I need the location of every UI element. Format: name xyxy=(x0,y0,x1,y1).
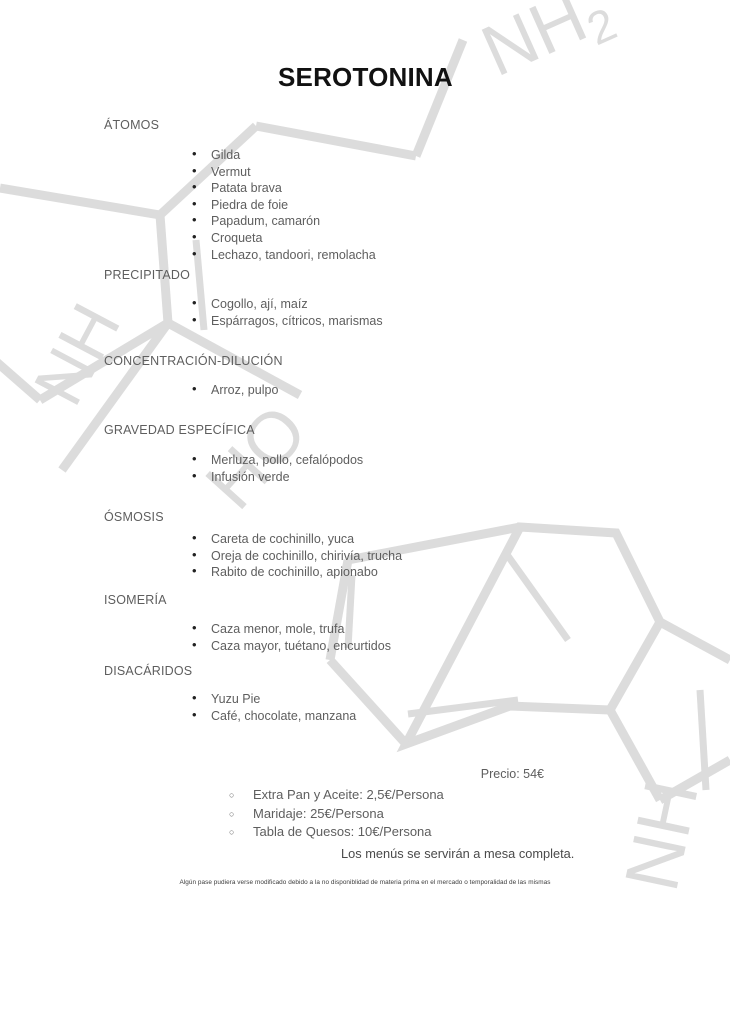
section-list-concentracion-dilucion: Arroz, pulpo xyxy=(188,381,278,399)
list-item: Arroz, pulpo xyxy=(188,381,278,399)
list-item: Oreja de cochinillo, chirivía, trucha xyxy=(188,547,402,565)
list-item: Café, chocolate, manzana xyxy=(188,707,356,725)
option-item: Extra Pan y Aceite: 2,5€/Persona xyxy=(218,786,444,805)
list-item: Caza menor, mole, trufa xyxy=(188,620,391,638)
list-item: Yuzu Pie xyxy=(188,690,356,708)
section-heading-precipitado: PRECIPITADO xyxy=(104,268,191,282)
section-heading-atomos: ÁTOMOS xyxy=(104,118,160,132)
list-item: Piedra de foie xyxy=(188,196,376,214)
service-note: Los menús se servirán a mesa completa. xyxy=(341,846,575,861)
section-heading-osmosis: ÓSMOSIS xyxy=(104,510,164,524)
list-item: Patata brava xyxy=(188,179,376,197)
section-list-osmosis: Careta de cochinillo, yuca Oreja de coch… xyxy=(188,530,402,581)
list-item: Infusión verde xyxy=(188,468,363,486)
section-list-precipitado: Cogollo, ají, maíz Espárragos, cítricos,… xyxy=(188,295,383,330)
option-item: Maridaje: 25€/Persona xyxy=(218,805,444,824)
page-title: SEROTONINA xyxy=(278,62,453,92)
section-heading-disacaridos: DISACÁRIDOS xyxy=(104,664,193,678)
list-item: Lechazo, tandoori, remolacha xyxy=(188,246,376,264)
section-heading-isomeria: ISOMERÍA xyxy=(104,593,167,607)
section-heading-gravedad-especifica: GRAVEDAD ESPECÍFICA xyxy=(104,423,255,437)
list-item: Espárragos, cítricos, marismas xyxy=(188,312,383,330)
section-heading-concentracion-dilucion: CONCENTRACIÓN-DILUCIÓN xyxy=(104,354,283,368)
list-item: Papadum, camarón xyxy=(188,212,376,230)
section-list-atomos: Gilda Vermut Patata brava Piedra de foie… xyxy=(188,146,376,264)
section-list-disacaridos: Yuzu Pie Café, chocolate, manzana xyxy=(188,690,356,725)
section-list-gravedad-especifica: Merluza, pollo, cefalópodos Infusión ver… xyxy=(188,451,363,486)
list-item: Vermut xyxy=(188,163,376,181)
list-item: Cogollo, ají, maíz xyxy=(188,295,383,313)
list-item: Caza mayor, tuétano, encurtidos xyxy=(188,637,391,655)
price-label: Precio: 54€ xyxy=(480,767,544,781)
disclaimer-text: Algún pase pudiera verse modificado debi… xyxy=(179,879,551,886)
option-item: Tabla de Quesos: 10€/Persona xyxy=(218,823,444,842)
extras-option-list: Extra Pan y Aceite: 2,5€/Persona Maridaj… xyxy=(218,786,444,842)
list-item: Gilda xyxy=(188,146,376,164)
list-item: Rabito de cochinillo, apionabo xyxy=(188,563,402,581)
list-item: Merluza, pollo, cefalópodos xyxy=(188,451,363,469)
list-item: Careta de cochinillo, yuca xyxy=(188,530,402,548)
list-item: Croqueta xyxy=(188,229,376,247)
section-list-isomeria: Caza menor, mole, trufa Caza mayor, tuét… xyxy=(188,620,391,655)
